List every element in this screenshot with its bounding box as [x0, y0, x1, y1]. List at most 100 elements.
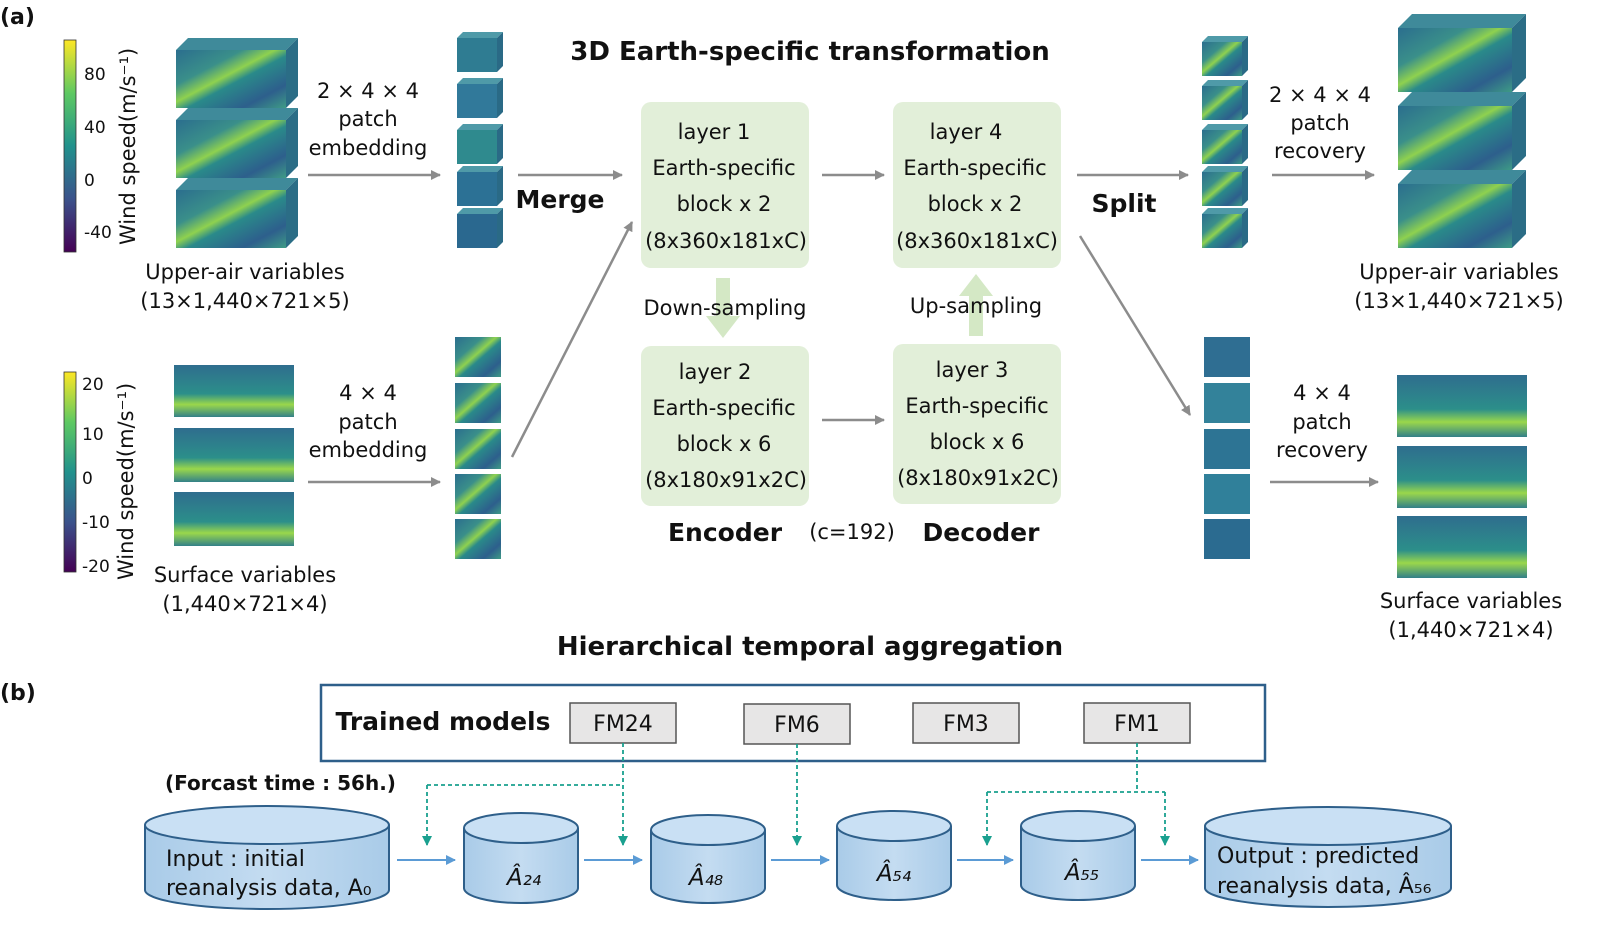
- colorbar-upper-label: Wind speed(m/s⁻¹): [116, 48, 140, 245]
- trained-models-label: Trained models: [336, 707, 551, 736]
- colorbar-upper-tick-1: 40: [84, 118, 106, 138]
- colorbar-surface-tick-4: -20: [82, 557, 110, 577]
- output-surface-dims: (1,440×721×4): [1388, 618, 1553, 642]
- recover-surface-line-2: recovery: [1276, 438, 1368, 462]
- up-sampling-arrow: [959, 274, 993, 336]
- layer-2-block: block x 6: [677, 432, 772, 456]
- surface-patch-squares: [455, 337, 501, 559]
- panel-a-tag: (a): [0, 5, 35, 30]
- encoder-label: Encoder: [668, 518, 783, 547]
- input-surface-dims: (1,440×721×4): [162, 592, 327, 616]
- layer-2-name: layer 2: [679, 360, 752, 384]
- merge-label: Merge: [515, 185, 604, 214]
- output-upper-dims: (13×1,440×721×5): [1354, 289, 1563, 313]
- embed-surface-line-1: patch: [338, 410, 397, 434]
- model-fm3-label: FM3: [943, 712, 989, 737]
- input-surface-name: Surface variables: [154, 563, 336, 587]
- upper-patch-cubes: [457, 32, 503, 248]
- input-line-1: reanalysis data, A₀: [166, 876, 372, 901]
- embed-surface-line-2: embedding: [309, 438, 428, 462]
- output-upper-name: Upper-air variables: [1359, 260, 1559, 284]
- output-line-0: Output : predicted: [1217, 844, 1419, 869]
- layer-2-shape: (8x180x91x2C): [645, 468, 807, 492]
- model-fm6: FM6: [743, 703, 851, 745]
- upper-recovery-cubes: [1202, 36, 1248, 248]
- layer-3-block: block x 6: [930, 430, 1025, 454]
- stage-cylinder-a55: Â₅₅: [1020, 810, 1136, 901]
- output-cylinder: Output : predicted reanalysis data, Â₅₆: [1204, 806, 1452, 908]
- input-upper-name: Upper-air variables: [145, 260, 345, 284]
- output-line-1: reanalysis data, Â₅₆: [1217, 873, 1432, 899]
- panel-a-title: 3D Earth-specific transformation: [570, 37, 1050, 67]
- stage-a54-label: Â₅₄: [875, 859, 911, 887]
- layer-1-type: Earth-specific: [652, 156, 795, 180]
- surface-recovery-squares: [1204, 337, 1250, 559]
- model-fm6-label: FM6: [774, 713, 820, 738]
- layer-3-name: layer 3: [936, 358, 1009, 382]
- colorbar-upper-tick-0: 80: [84, 65, 106, 85]
- layer-4-block: block x 2: [928, 192, 1023, 216]
- down-sampling-arrow: [706, 278, 740, 338]
- recover-upper-line-1: patch: [1290, 111, 1349, 135]
- fm24-dashed-connectors: [422, 743, 628, 846]
- split-arrow-surface: [1078, 235, 1192, 416]
- output-surface-name: Surface variables: [1380, 589, 1562, 613]
- stage-cylinder-a24: Â₂₄: [463, 812, 579, 904]
- surface-output-stack: [1395, 373, 1529, 580]
- layer-4-type: Earth-specific: [903, 156, 1046, 180]
- model-fm24: FM24: [569, 702, 677, 744]
- recover-surface-line-0: 4 × 4: [1293, 381, 1351, 405]
- split-label: Split: [1092, 189, 1157, 218]
- down-sampling-label: Down-sampling: [644, 296, 807, 320]
- decoder-label: Decoder: [923, 518, 1041, 547]
- merge-arrow-surface: [510, 221, 634, 458]
- layer-3-type: Earth-specific: [905, 394, 1048, 418]
- model-fm1-label: FM1: [1114, 712, 1160, 737]
- layer-3-shape: (8x180x91x2C): [897, 466, 1059, 490]
- layer-1-name: layer 1: [678, 120, 751, 144]
- forecast-time-label: (Forcast time : 56h.): [165, 771, 396, 795]
- colorbar-upper: 80 40 0 -40 Wind speed(m/s⁻¹): [63, 39, 140, 253]
- model-fm24-label: FM24: [593, 712, 653, 737]
- layer-4-name: layer 4: [930, 120, 1003, 144]
- colorbar-surface-tick-2: 0: [82, 469, 93, 489]
- input-line-0: Input : initial: [166, 847, 305, 872]
- model-fm1: FM1: [1083, 702, 1191, 744]
- colorbar-surface-label: Wind speed(m/s⁻¹): [114, 383, 138, 580]
- input-cylinder: Input : initial reanalysis data, A₀: [144, 805, 390, 910]
- embed-upper-line-2: embedding: [309, 136, 428, 160]
- colorbar-surface: 20 10 0 -10 -20 Wind speed(m/s⁻¹): [63, 371, 138, 580]
- colorbar-surface-tick-0: 20: [82, 375, 104, 395]
- upper-air-output-stack: [1398, 14, 1526, 248]
- layer-2-type: Earth-specific: [652, 396, 795, 420]
- colorbar-upper-tick-3: -40: [84, 223, 112, 243]
- panel-b-title: Hierarchical temporal aggregation: [557, 632, 1063, 662]
- stage-a24-label: Â₂₄: [505, 863, 541, 891]
- embed-upper-line-0: 2 × 4 × 4: [317, 79, 419, 103]
- model-fm3: FM3: [912, 702, 1020, 744]
- layer-4-shape: (8x360x181xC): [896, 229, 1058, 253]
- panel-b-tag: (b): [0, 681, 36, 706]
- fm1-dashed-connectors: [982, 743, 1170, 846]
- layer-4-block: layer 4 Earth-specific block x 2 (8x360x…: [893, 102, 1061, 268]
- layer-2-block: layer 2 Earth-specific block x 6 (8x180x…: [641, 346, 809, 506]
- embed-surface-line-0: 4 × 4: [339, 381, 397, 405]
- recover-upper-line-0: 2 × 4 × 4: [1269, 83, 1371, 107]
- stage-cylinder-a54: Â₅₄: [836, 810, 952, 901]
- upper-air-input-stack: [176, 38, 298, 248]
- up-sampling-label: Up-sampling: [910, 294, 1042, 318]
- recover-upper-line-2: recovery: [1274, 139, 1366, 163]
- layer-1-shape: (8x360x181xC): [645, 229, 807, 253]
- layer-3-block: layer 3 Earth-specific block x 6 (8x180x…: [893, 344, 1061, 504]
- stage-a48-label: Â₄₈: [687, 863, 723, 891]
- layer-1-block: block x 2: [677, 192, 772, 216]
- layer-1-block: layer 1 Earth-specific block x 2 (8x360x…: [641, 102, 809, 268]
- embed-upper-line-1: patch: [338, 107, 397, 131]
- colorbar-upper-tick-2: 0: [84, 171, 95, 191]
- recover-surface-line-1: patch: [1292, 410, 1351, 434]
- stage-cylinder-a48: Â₄₈: [650, 814, 766, 904]
- c-value-label: (c=192): [809, 520, 895, 544]
- surface-input-stack: [172, 363, 296, 548]
- input-upper-dims: (13×1,440×721×5): [140, 289, 349, 313]
